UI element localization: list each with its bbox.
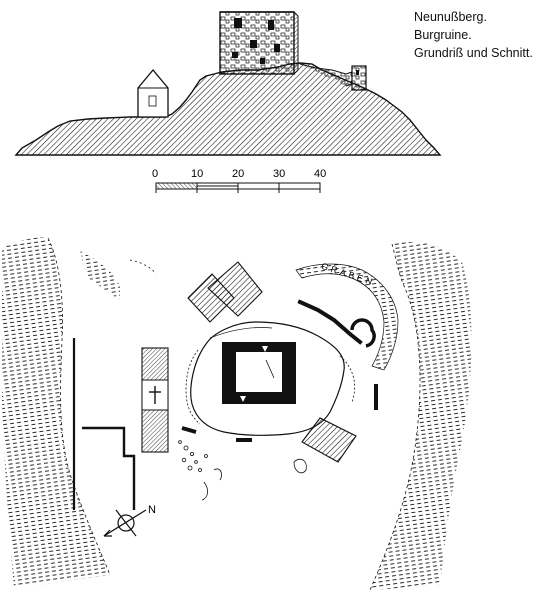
west-step-wall [82,426,136,510]
slope-west-inner [80,250,120,300]
keep-tower [219,11,295,75]
figure-caption: Neunußberg. Burgruine. Grundriß und Schn… [414,8,546,62]
rubble [178,440,307,501]
scale-label-30: 30 [273,168,285,180]
slope-west [2,237,110,588]
round-tower-northeast [350,318,376,348]
caption-title: Neunußberg. [414,10,487,24]
keep-plan [222,342,296,404]
scale-label-20: 20 [232,168,244,180]
scale-label-40: 40 [314,168,326,180]
rock-plateau [190,321,345,436]
cross-section [14,11,442,156]
chapel [137,68,169,118]
caption-description: Grundriß und Schnitt. [414,46,533,60]
scale-bar: 0 10 20 30 40 [152,168,326,193]
outer-wall-south [181,426,197,434]
scale-label-0: 0 [152,168,158,180]
north-arrow: N [103,504,156,537]
ditch [295,263,399,371]
caption-subtitle: Burgruine. [414,28,472,42]
scale-label-10: 10 [191,168,203,180]
outer-wall-north [297,299,363,345]
slope-east [370,242,472,590]
north-label: N [148,504,156,516]
hill-profile [14,62,442,156]
ground-plan: GRABEN [2,237,472,591]
building-southeast [301,417,357,463]
